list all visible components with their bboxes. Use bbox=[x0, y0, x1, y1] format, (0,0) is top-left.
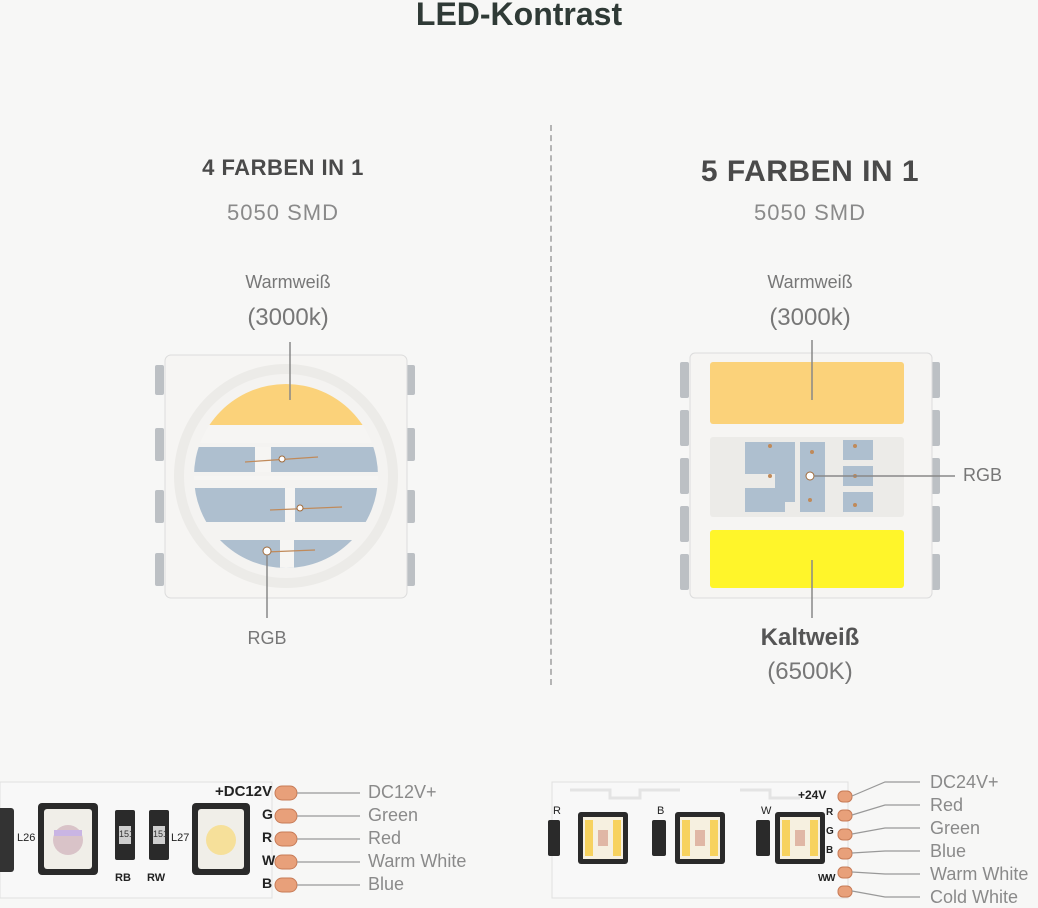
right-warm-temp: (3000k) bbox=[769, 304, 851, 331]
left-strip-pin-r: R bbox=[262, 829, 273, 845]
right-strip-voltage-mark: +24V bbox=[798, 788, 827, 802]
right-strip-mark-b: B bbox=[657, 805, 665, 817]
left-strip-id-rb: RB bbox=[115, 872, 131, 884]
right-strip-mark-w: W bbox=[761, 805, 772, 817]
right-cold-temp: (6500K) bbox=[767, 658, 853, 685]
left-wire-green: Green bbox=[368, 805, 419, 825]
left-strip-id-l27: L27 bbox=[171, 832, 190, 844]
left-warm-label: Warmweiß bbox=[245, 272, 331, 292]
right-wire-warm-white: Warm White bbox=[930, 864, 1029, 884]
left-wire-blue: Blue bbox=[368, 874, 405, 894]
right-wire-dc24v: DC24V+ bbox=[930, 772, 999, 792]
left-wire-dc12v: DC12V+ bbox=[368, 782, 437, 802]
right-cold-segment bbox=[710, 530, 904, 588]
left-led-strip bbox=[0, 781, 360, 899]
left-strip-id-rw: RW bbox=[147, 872, 166, 884]
left-heading: 4 FARBEN IN 1 bbox=[202, 155, 364, 180]
left-rgb-label: RGB bbox=[247, 628, 287, 648]
center-divider bbox=[550, 125, 552, 685]
right-wire-red: Red bbox=[930, 795, 964, 815]
right-wire-green: Green bbox=[930, 818, 981, 838]
right-cold-label: Kaltweiß bbox=[760, 624, 860, 651]
right-wire-cold-white: Cold White bbox=[930, 887, 1019, 907]
left-strip-resistor-1: 151 bbox=[119, 829, 135, 839]
right-strip-pin-g: G bbox=[826, 826, 834, 837]
right-warm-label: Warmweiß bbox=[767, 272, 853, 292]
left-subheading: 5050 SMD bbox=[227, 200, 339, 225]
left-strip-pin-w: W bbox=[262, 852, 276, 868]
right-led-chip bbox=[680, 340, 955, 618]
right-warm-segment bbox=[710, 362, 904, 424]
right-wire-blue: Blue bbox=[930, 841, 967, 861]
right-strip-pin-w2: W bbox=[826, 873, 836, 884]
right-led-strip bbox=[548, 781, 920, 899]
left-wire-warm-white: Warm White bbox=[368, 851, 467, 871]
left-strip-id-l26: L26 bbox=[17, 832, 36, 844]
left-strip-pin-b: B bbox=[262, 875, 273, 891]
left-strip-voltage-mark: +DC12V bbox=[215, 783, 273, 800]
right-heading: 5 FARBEN IN 1 bbox=[700, 155, 920, 188]
left-strip-resistor-2: 151 bbox=[153, 829, 169, 839]
right-strip-pin-w1: W bbox=[818, 873, 828, 884]
right-subheading: 5050 SMD bbox=[754, 200, 866, 225]
page-title: LED-Kontrast bbox=[415, 0, 623, 32]
right-strip-mark-r: R bbox=[553, 805, 561, 817]
left-warm-temp: (3000k) bbox=[247, 304, 329, 331]
left-wire-red: Red bbox=[368, 828, 402, 848]
left-led-chip bbox=[155, 342, 415, 618]
left-strip-pin-g: G bbox=[262, 806, 273, 822]
right-strip-pin-b: B bbox=[826, 845, 834, 856]
right-strip-pin-r: R bbox=[826, 807, 834, 818]
right-rgb-label: RGB bbox=[963, 465, 1003, 485]
